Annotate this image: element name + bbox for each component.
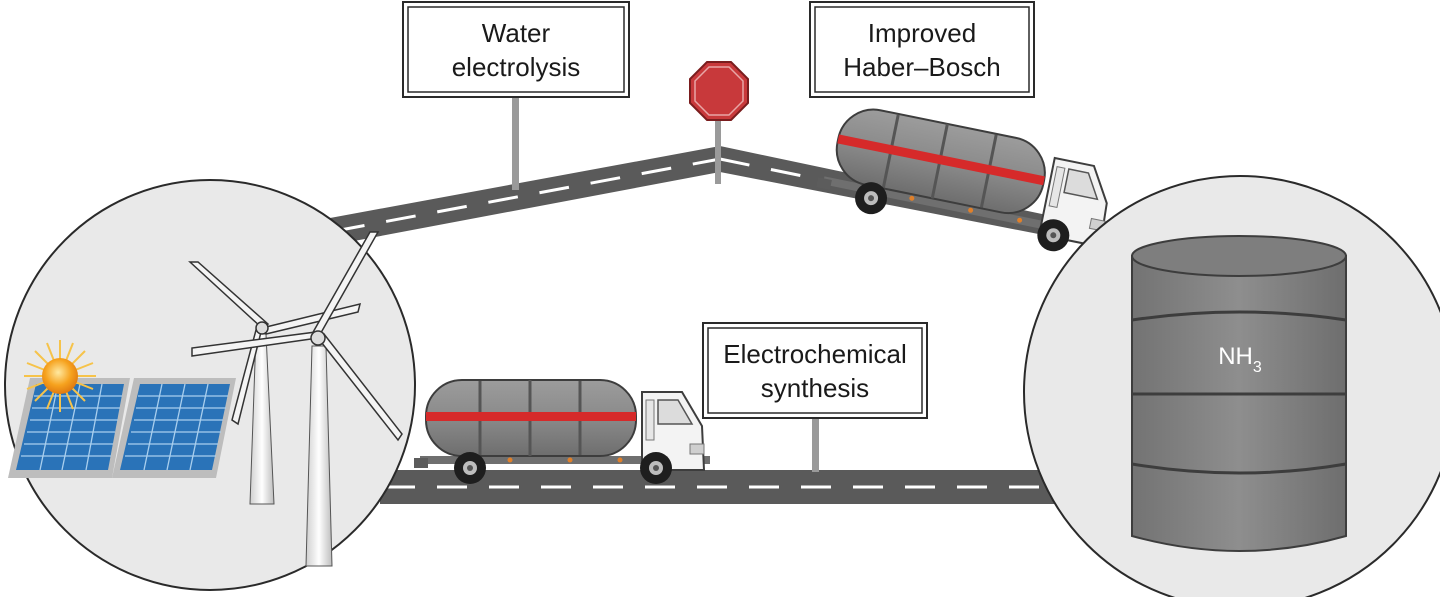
sign-water-electrolysis-line2: electrolysis <box>452 52 581 82</box>
sign-water-electrolysis-line1: Water <box>482 18 551 48</box>
solar-panel-icon <box>8 378 130 478</box>
sign-electrochemical-synthesis-line2: synthesis <box>761 373 869 403</box>
sign-water-electrolysis: Water electrolysis <box>402 1 630 190</box>
ammonia-circle: NH3 <box>1023 175 1440 597</box>
tanker-truck-icon <box>811 99 1126 264</box>
solar-panel-icon <box>112 378 236 478</box>
sign-improved-haber-bosch-line2: Haber–Bosch <box>843 52 1001 82</box>
barrel-label-sub: 3 <box>1253 359 1262 376</box>
barrel-icon: NH3 <box>1131 235 1347 552</box>
tanker-truck-icon <box>412 378 712 486</box>
wind-turbine-icon <box>191 231 403 567</box>
sign-improved-haber-bosch-line1: Improved <box>868 18 976 48</box>
sign-improved-haber-bosch: Improved Haber–Bosch <box>809 1 1035 98</box>
stop-sign-icon <box>689 61 749 184</box>
sign-electrochemical-synthesis-line1: Electrochemical <box>723 339 907 369</box>
barrel-label-main: NH <box>1218 343 1253 370</box>
sun-icon <box>24 340 96 412</box>
wind-turbine-icon <box>188 261 362 505</box>
renewable-energy-circle <box>4 179 416 591</box>
sign-electrochemical-synthesis: Electrochemical synthesis <box>702 322 928 472</box>
barrel-label: NH3 <box>1218 343 1262 376</box>
lower-road <box>380 470 1080 504</box>
